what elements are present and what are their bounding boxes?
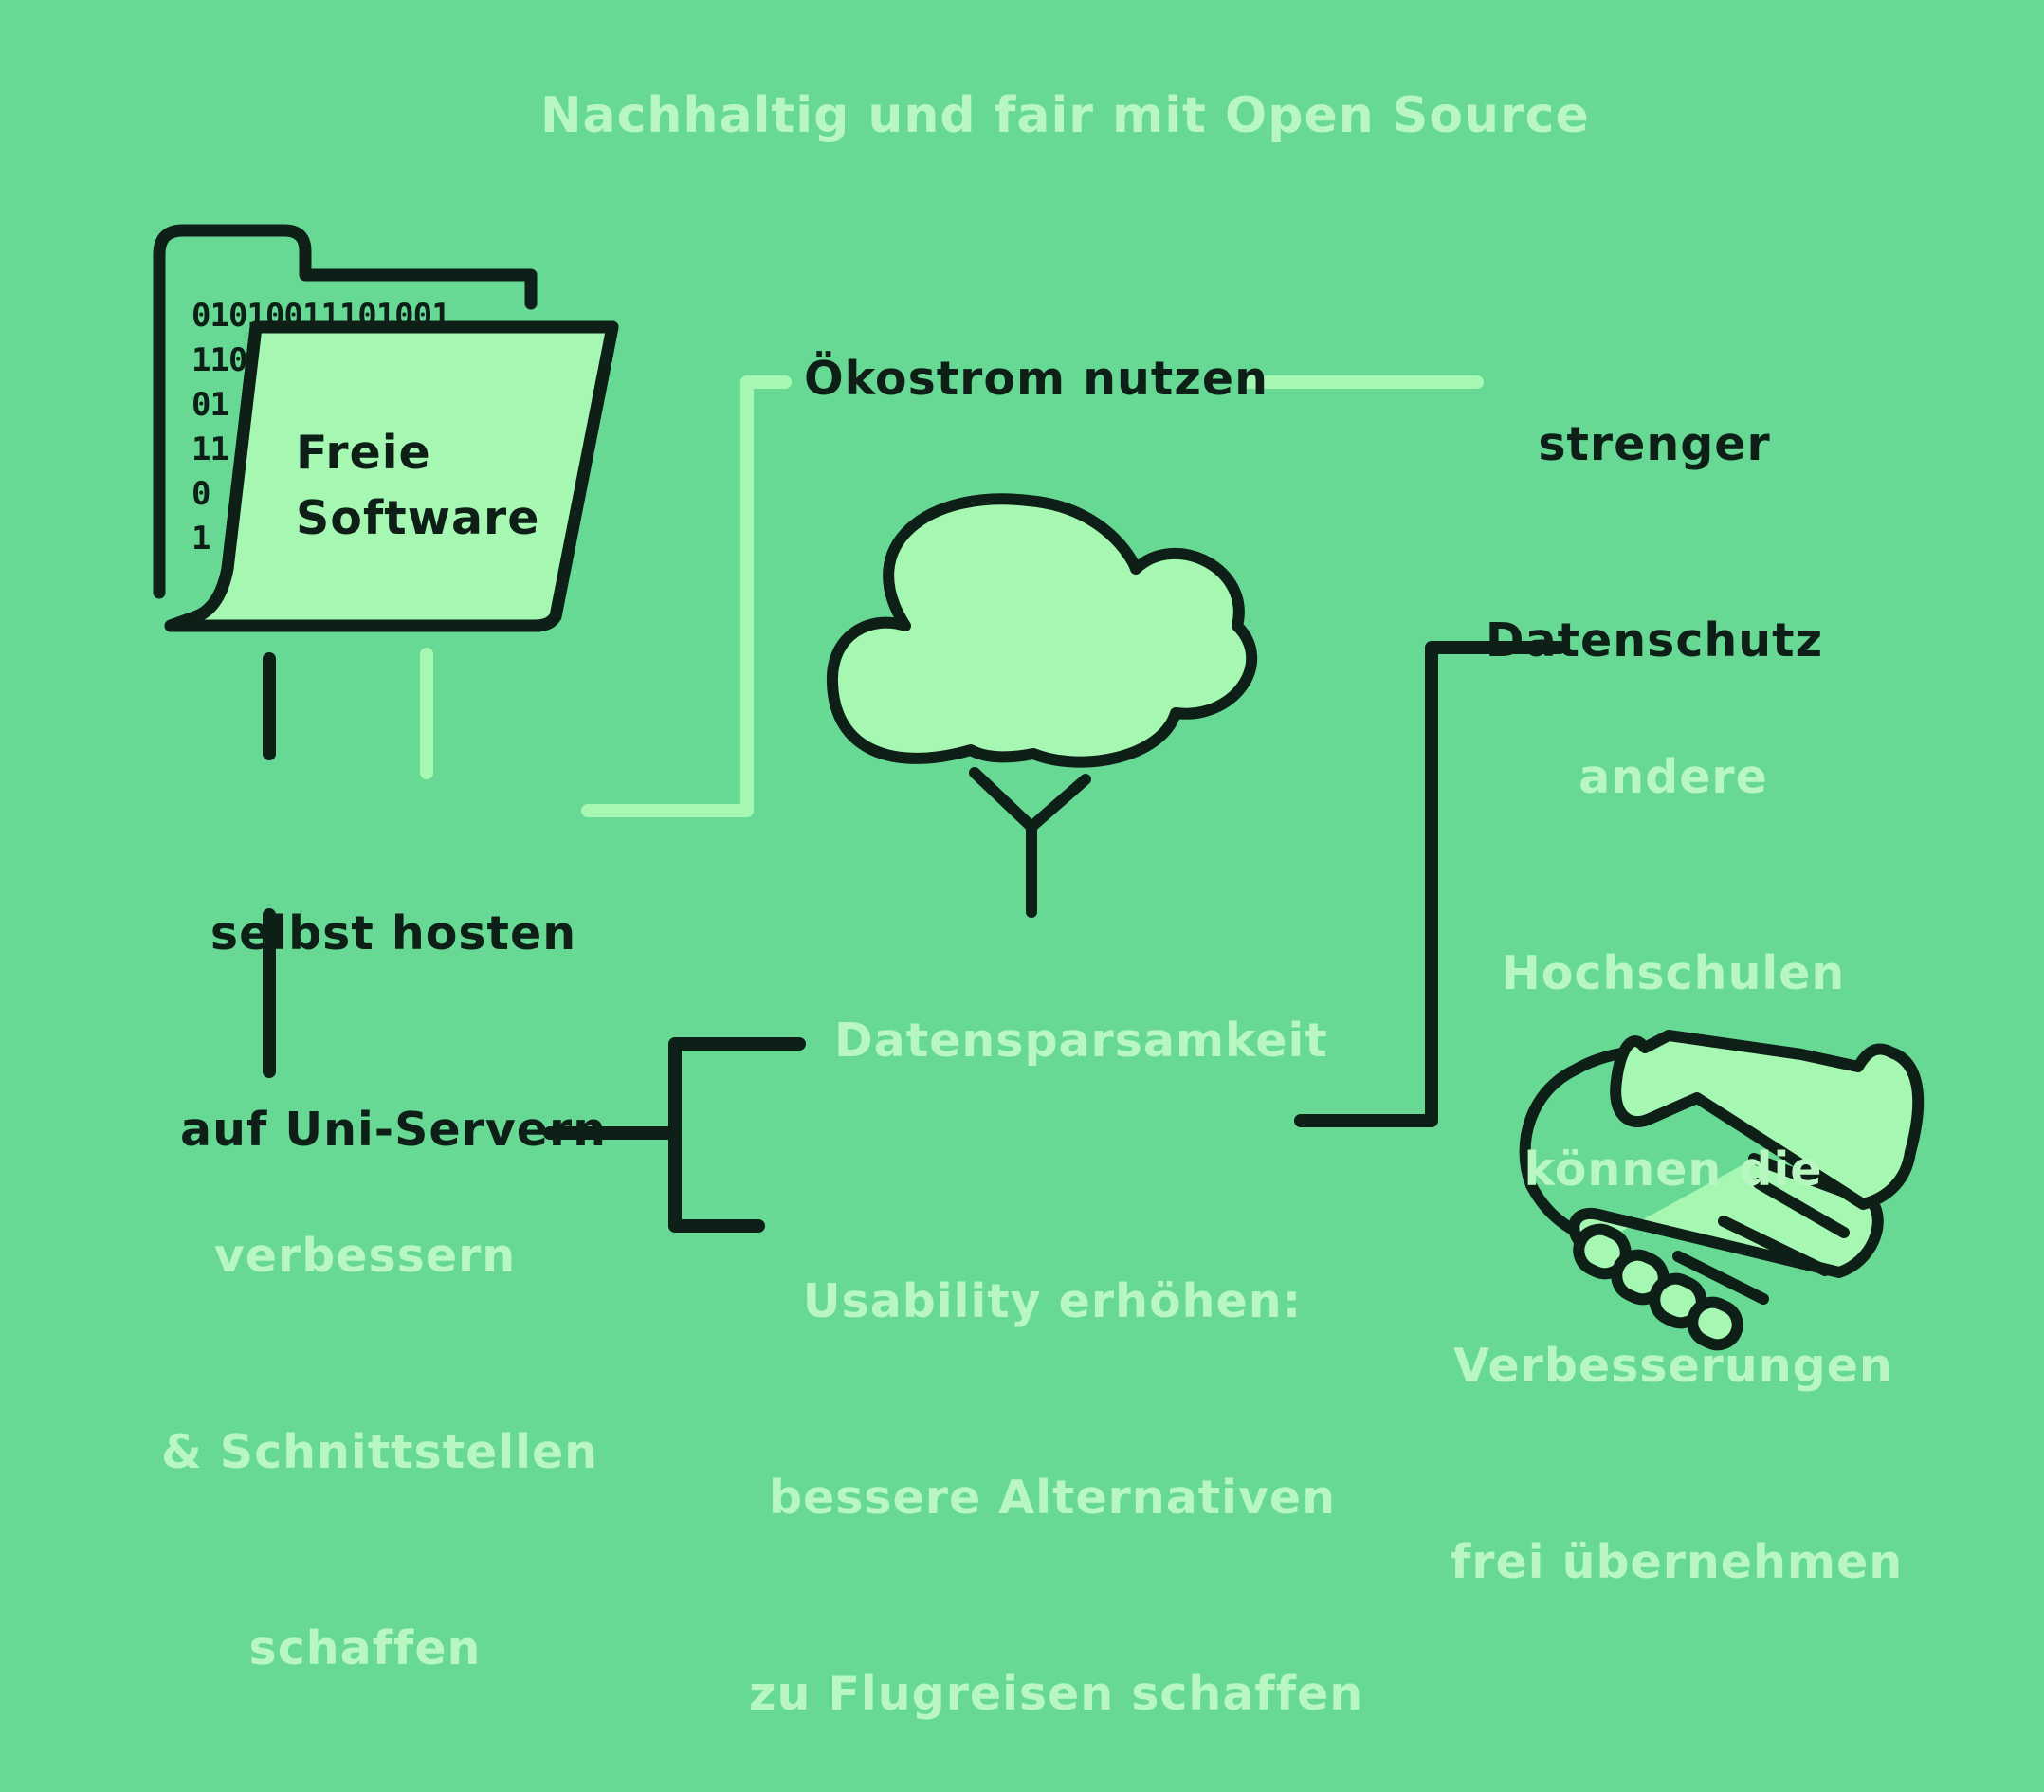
node-share-line4: Verbesserungen	[1453, 1339, 1893, 1393]
page-title: Nachhaltig und fair mit Open Source	[540, 87, 1590, 144]
node-data-economy: Datensparsamkeit	[834, 1014, 1328, 1068]
node-share-line2: Hochschulen	[1501, 946, 1846, 1000]
node-share-line3: können die	[1524, 1143, 1823, 1197]
node-usability-line3: zu Flugreisen schaffen	[749, 1667, 1364, 1721]
connector-lines	[263, 375, 1566, 1233]
node-green-power: Ökostrom nutzen	[804, 352, 1268, 406]
binary-line: 0	[192, 475, 211, 513]
node-usability-line2: bessere Alternativen	[768, 1471, 1337, 1525]
binary-line: 110	[192, 341, 247, 379]
folder-front-icon	[164, 320, 619, 632]
binary-line: 11	[192, 430, 229, 468]
node-share-line1: andere	[1579, 750, 1768, 804]
node-improve-line1: verbessern	[213, 1229, 517, 1283]
binary-line: 1	[192, 520, 211, 558]
tree-icon	[826, 493, 1258, 918]
node-improve-line3: schaffen	[248, 1621, 482, 1675]
node-usability: Usability erhöhen: bessere Alternativen …	[749, 1138, 1364, 1792]
node-share: andere Hochschulen können die Verbesseru…	[1451, 613, 1904, 1660]
node-self-host: selbst hosten auf Uni-Servern	[180, 770, 607, 1228]
node-self-host-line2: auf Uni-Servern	[180, 1103, 608, 1157]
node-improve: verbessern & Schnittstellen schaffen	[161, 1092, 599, 1746]
node-privacy-line1: strenger	[1538, 417, 1771, 471]
node-share-line5: frei übernehmen	[1451, 1535, 1904, 1589]
binary-line: 01	[192, 386, 229, 424]
folder-label-software: Software	[296, 491, 540, 545]
node-self-host-line1: selbst hosten	[210, 906, 577, 960]
node-usability-line1: Usability erhöhen:	[802, 1274, 1303, 1328]
folder-label-freie: Freie	[296, 426, 431, 480]
node-improve-line2: & Schnittstellen	[161, 1425, 599, 1479]
handshake-icon	[1519, 1030, 1925, 1351]
node-privacy: strenger Datenschutz	[1479, 281, 1830, 739]
node-privacy-line2: Datenschutz	[1485, 613, 1824, 667]
